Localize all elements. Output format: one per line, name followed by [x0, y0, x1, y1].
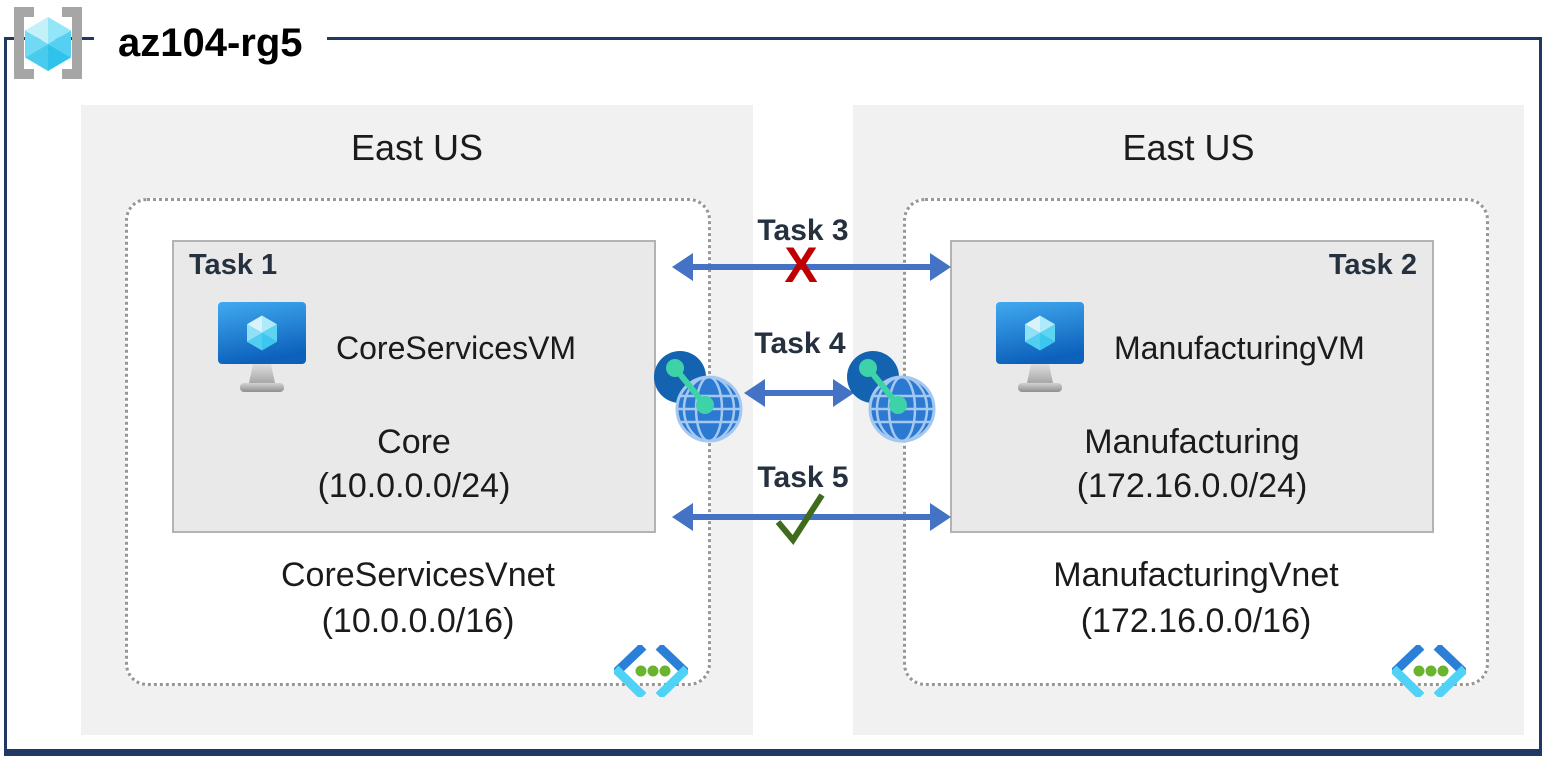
vm-row: CoreServicesVM [218, 302, 644, 399]
region-name: East US [1122, 127, 1255, 168]
task5-label: Task 5 [757, 461, 849, 494]
success-check-marker [775, 493, 825, 546]
subnet-name: Core [377, 423, 451, 461]
vnet-coreservices: Task 1 CoreServicesVM Cor [125, 198, 711, 697]
region-name: East US [350, 127, 484, 168]
task4-label: Task 4 [754, 327, 846, 360]
subnet-core: Task 1 CoreServicesVM Cor [172, 240, 656, 533]
subnet-cidr: (10.0.0.0/24) [317, 467, 511, 505]
vm-row: ManufacturingVM [996, 302, 1422, 399]
vm-name: ManufacturingVM [1114, 330, 1365, 366]
region-right-east-us: East US Task 2 Manufac [853, 105, 1524, 735]
virtual-machine-icon [218, 302, 306, 392]
subnet-manufacturing: Task 2 ManufacturingVM Ma [950, 240, 1434, 533]
vnet-manufacturing: Task 2 ManufacturingVM Ma [903, 198, 1489, 697]
task4-connection-arrow [744, 379, 854, 407]
vnet-cidr: (10.0.0.0/16) [321, 602, 515, 640]
region-left-east-us: East US Task 1 CoreSer [81, 105, 753, 735]
resource-group-border [4, 37, 1542, 756]
resource-group-icon [14, 7, 82, 79]
blocked-x-marker: X [784, 237, 818, 293]
network-peering-icon [847, 351, 936, 443]
vnet-name: CoreServicesVnet [280, 556, 555, 594]
virtual-network-icon [1392, 645, 1466, 697]
resource-group-header: az104-rg5 [8, 3, 327, 83]
network-peering-icon [654, 351, 743, 443]
subnet-cidr: (172.16.0.0/24) [1076, 467, 1308, 505]
vnet-name: ManufacturingVnet [1053, 556, 1339, 594]
resource-group-title: az104-rg5 [94, 13, 327, 73]
virtual-network-icon [614, 645, 688, 697]
virtual-machine-icon [996, 302, 1084, 392]
subnet-name: Manufacturing [1084, 423, 1300, 461]
task1-label: Task 1 [189, 249, 278, 281]
vnet-cidr: (172.16.0.0/16) [1080, 602, 1312, 640]
task2-label: Task 2 [1328, 249, 1417, 281]
task3-connection-arrow [672, 253, 951, 281]
task5-connection-arrow [672, 503, 951, 531]
vm-name: CoreServicesVM [336, 330, 577, 366]
task3-label: Task 3 [757, 214, 849, 247]
